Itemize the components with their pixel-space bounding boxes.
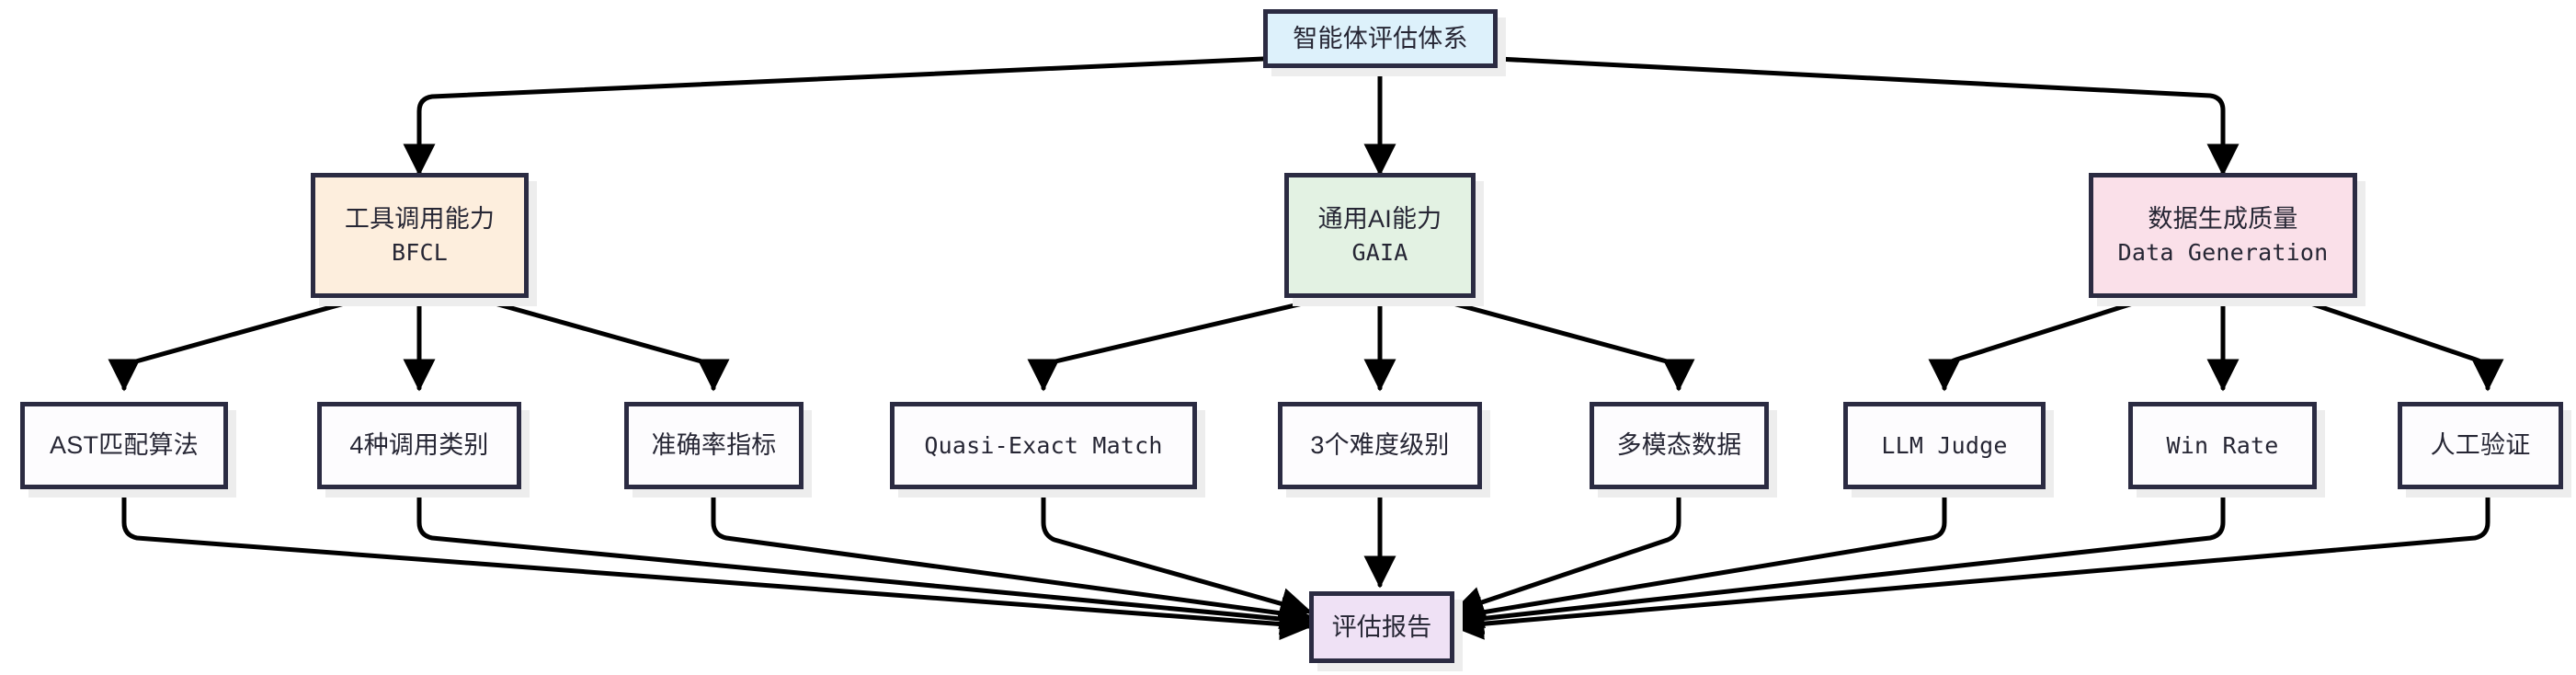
edge-leaf-ast-to-report bbox=[121, 486, 1313, 641]
node-leaf-accuracy[interactable]: 准确率指标 bbox=[624, 402, 804, 489]
node-leaf-quasi[interactable]: Quasi-Exact Match bbox=[890, 402, 1197, 489]
node-report[interactable]: 评估报告 bbox=[1309, 591, 1454, 663]
node-branch-data[interactable]: 数据生成质量 Data Generation bbox=[2089, 173, 2357, 298]
node-leaf-levels[interactable]: 3个难度级别 bbox=[1278, 402, 1482, 489]
node-leaf-human[interactable]: 人工验证 bbox=[2398, 402, 2563, 489]
node-leaf-human-label: 人工验证 bbox=[2430, 431, 2531, 460]
node-branch-general-label-line1: 通用AI能力 bbox=[1317, 205, 1442, 234]
node-branch-tool-label-line2: BFCL bbox=[391, 239, 448, 267]
node-root-label: 智能体评估体系 bbox=[1293, 24, 1468, 52]
node-leaf-judge[interactable]: LLM Judge bbox=[1843, 402, 2046, 489]
node-leaf-ast-label: AST匹配算法 bbox=[50, 431, 199, 460]
edge-branch-data-to-leaf-human bbox=[2286, 293, 2504, 392]
edge-leaf-quasi-to-report bbox=[1041, 486, 1313, 620]
node-branch-general-label-line2: GAIA bbox=[1351, 239, 1408, 267]
edge-leaf-judge-to-report bbox=[1451, 486, 1947, 629]
node-leaf-winrate[interactable]: Win Rate bbox=[2128, 402, 2317, 489]
edge-root-to-branch-tool bbox=[403, 56, 1266, 177]
node-leaf-winrate-label: Win Rate bbox=[2166, 431, 2279, 459]
node-report-label: 评估报告 bbox=[1331, 612, 1432, 641]
node-leaf-categories-label: 4种调用类别 bbox=[349, 431, 489, 460]
edge-branch-tool-to-leaf-ast bbox=[108, 293, 373, 392]
node-branch-tool-label-line1: 工具调用能力 bbox=[344, 205, 496, 234]
edge-leaf-categories-to-report bbox=[416, 486, 1313, 635]
node-leaf-accuracy-label: 准确率指标 bbox=[651, 431, 777, 460]
edge-leaf-multimodal-to-report bbox=[1451, 486, 1681, 618]
node-leaf-multimodal[interactable]: 多模态数据 bbox=[1590, 402, 1769, 489]
edge-branch-general-to-leaf-quasi bbox=[1027, 293, 1337, 392]
node-branch-tool[interactable]: 工具调用能力 BFCL bbox=[311, 173, 529, 298]
node-leaf-judge-label: LLM Judge bbox=[1881, 431, 2008, 459]
node-branch-data-label-line1: 数据生成质量 bbox=[2148, 205, 2298, 234]
node-branch-general[interactable]: 通用AI能力 GAIA bbox=[1284, 173, 1476, 298]
node-branch-data-label-line2: Data Generation bbox=[2117, 239, 2329, 267]
node-leaf-quasi-label: Quasi-Exact Match bbox=[924, 431, 1163, 459]
node-leaf-categories[interactable]: 4种调用类别 bbox=[317, 402, 521, 489]
node-leaf-multimodal-label: 多模态数据 bbox=[1616, 431, 1742, 460]
edge-leaf-accuracy-to-report bbox=[711, 486, 1313, 630]
node-leaf-ast[interactable]: AST匹配算法 bbox=[20, 402, 228, 489]
edge-branch-general-to-leaf-multimodal bbox=[1423, 293, 1695, 392]
node-root[interactable]: 智能体评估体系 bbox=[1263, 9, 1498, 68]
node-leaf-levels-label: 3个难度级别 bbox=[1310, 431, 1450, 460]
edge-leaf-winrate-to-report bbox=[1451, 486, 2226, 635]
edge-branch-tool-to-leaf-accuracy bbox=[466, 293, 730, 392]
edge-leaf-human-to-report bbox=[1451, 486, 2491, 640]
edge-root-to-branch-data bbox=[1495, 56, 2240, 177]
edge-branch-data-to-leaf-judge bbox=[1928, 293, 2159, 392]
